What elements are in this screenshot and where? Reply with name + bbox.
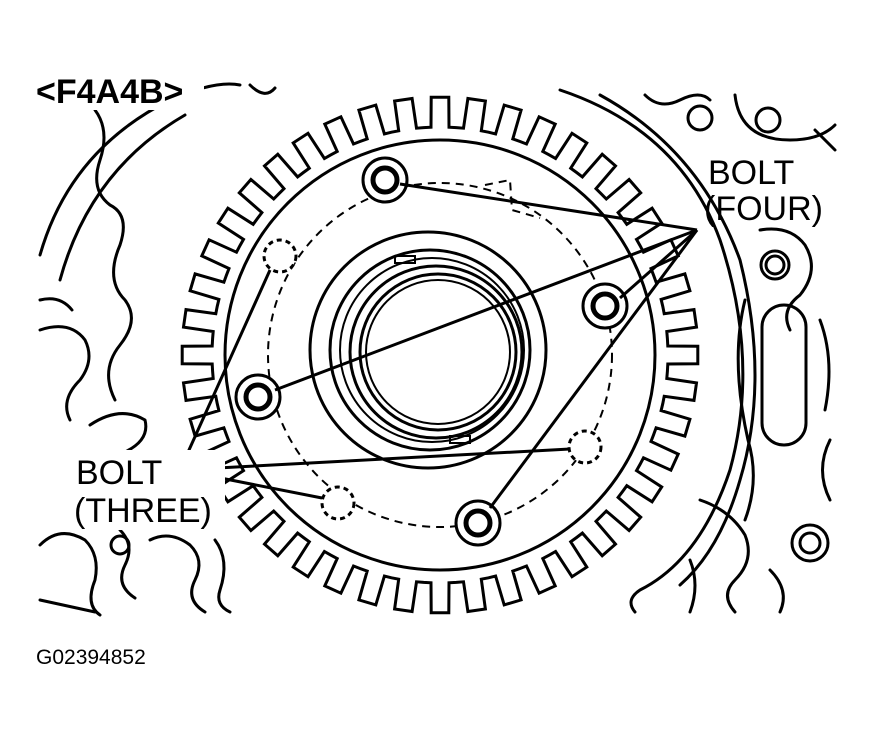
- bolt-2: [581, 282, 629, 330]
- callout-three-line2: (THREE): [74, 492, 212, 530]
- housing: [38, 82, 837, 617]
- callout-three-line1: BOLT: [76, 454, 162, 492]
- callout-four-line1: BOLT: [708, 154, 794, 192]
- callout-four-line2: (FOUR): [704, 190, 823, 228]
- leader-lines-four: [274, 182, 699, 509]
- bolt-3: [234, 373, 282, 421]
- bolt-1: [361, 156, 409, 204]
- model-label: <F4A4B>: [36, 73, 183, 111]
- flange: [223, 138, 657, 572]
- hidden-bolt-2: [567, 429, 603, 465]
- hidden-bolt-1: [262, 238, 298, 274]
- figure-id: G02394852: [36, 646, 146, 669]
- hidden-bolt-3: [320, 485, 356, 521]
- bolt-4: [454, 499, 502, 547]
- visible-bolts: [234, 156, 629, 547]
- hidden-bolts: [262, 238, 603, 521]
